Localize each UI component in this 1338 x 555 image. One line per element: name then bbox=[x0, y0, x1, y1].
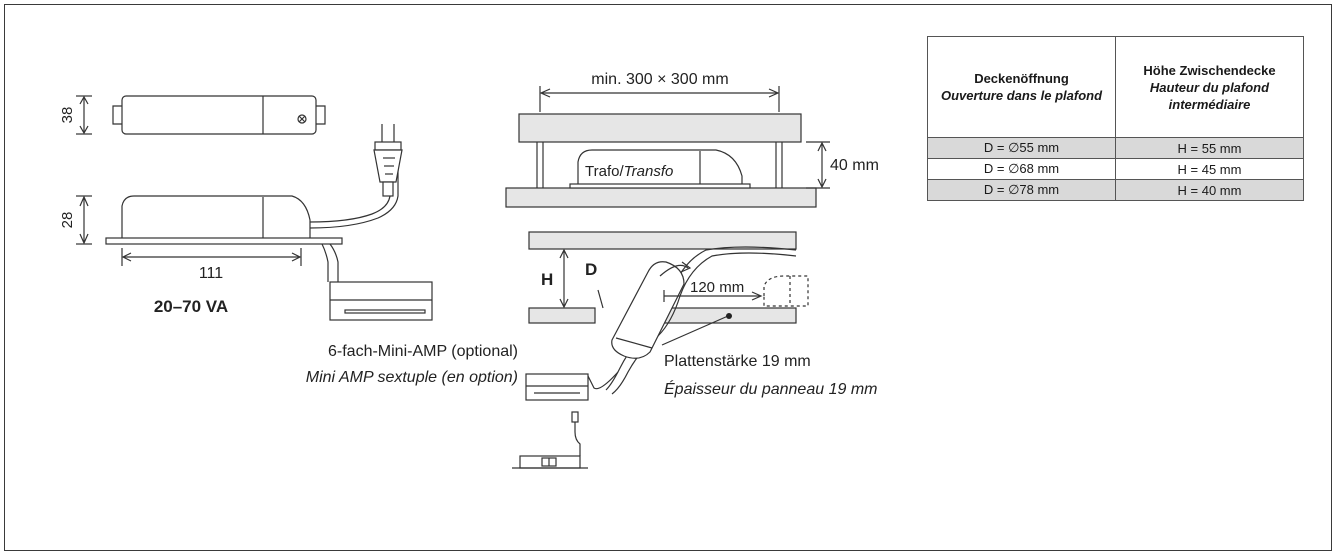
mini-amp bbox=[329, 281, 433, 321]
cell-height: H = 55 mm bbox=[1115, 137, 1304, 159]
spec-table: Deckenöffnung Ouverture dans le plafond … bbox=[927, 36, 1304, 201]
transformer-top-view bbox=[112, 95, 326, 135]
dimension-opening bbox=[539, 86, 780, 112]
label-panel-fr: Épaisseur du panneau 19 mm bbox=[664, 379, 877, 398]
label-d: D bbox=[585, 260, 597, 279]
table-row: D = ∅78 mm H = 40 mm bbox=[927, 179, 1304, 201]
panel-dot bbox=[726, 313, 732, 319]
ceiling-box bbox=[505, 113, 817, 208]
luminaire-unit bbox=[512, 411, 588, 469]
dimension-h bbox=[559, 248, 604, 309]
label-40mm: 40 mm bbox=[830, 157, 879, 174]
cell-opening: D = ∅78 mm bbox=[927, 179, 1116, 201]
cell-opening: D = ∅68 mm bbox=[927, 158, 1116, 180]
mini-amp-small bbox=[525, 371, 619, 401]
header-height-de: Höhe Zwischendecke bbox=[1143, 62, 1276, 78]
label-trafo: Trafo/Transfo bbox=[585, 163, 673, 180]
dimension-120mm bbox=[663, 275, 809, 307]
spec-table-header-row: Deckenöffnung Ouverture dans le plafond … bbox=[927, 36, 1304, 138]
figure-frame bbox=[4, 4, 1332, 551]
transformer-in-ceiling bbox=[569, 149, 751, 189]
label-38: 38 bbox=[59, 107, 76, 124]
header-opening-fr: Ouverture dans le plafond bbox=[940, 88, 1103, 103]
plug bbox=[373, 124, 403, 197]
header-height: Höhe Zwischendecke Hauteur du plafond in… bbox=[1115, 36, 1304, 138]
panel-leader bbox=[661, 315, 729, 346]
tilted-transformer bbox=[611, 261, 692, 359]
header-height-fr: Hauteur du plafond intermédiaire bbox=[1149, 79, 1270, 112]
label-panel-de: Plattenstärke 19 mm bbox=[664, 353, 811, 370]
table-row: D = ∅55 mm H = 55 mm bbox=[927, 137, 1304, 159]
table-row: D = ∅68 mm H = 45 mm bbox=[927, 158, 1304, 180]
header-opening: Deckenöffnung Ouverture dans le plafond bbox=[927, 36, 1116, 138]
header-opening-de: Deckenöffnung bbox=[974, 71, 1069, 86]
dimension-28 bbox=[76, 195, 92, 245]
cell-opening: D = ∅55 mm bbox=[927, 137, 1116, 159]
label-h: H bbox=[541, 270, 553, 289]
dimension-38 bbox=[76, 95, 92, 135]
label-amp-fr: Mini AMP sextuple (en option) bbox=[306, 369, 518, 386]
label-120mm: 120 mm bbox=[690, 279, 744, 296]
dimension-111 bbox=[121, 248, 302, 266]
label-power: 20–70 VA bbox=[154, 297, 228, 316]
cell-height: H = 40 mm bbox=[1115, 179, 1304, 201]
transformer-side-view bbox=[105, 160, 399, 282]
label-111: 111 bbox=[199, 265, 223, 282]
label-28: 28 bbox=[59, 212, 76, 229]
label-opening: min. 300 × 300 mm bbox=[591, 71, 728, 88]
label-amp-de: 6-fach-Mini-AMP (optional) bbox=[328, 343, 518, 360]
dimension-40mm bbox=[806, 141, 830, 189]
cell-height: H = 45 mm bbox=[1115, 158, 1304, 180]
